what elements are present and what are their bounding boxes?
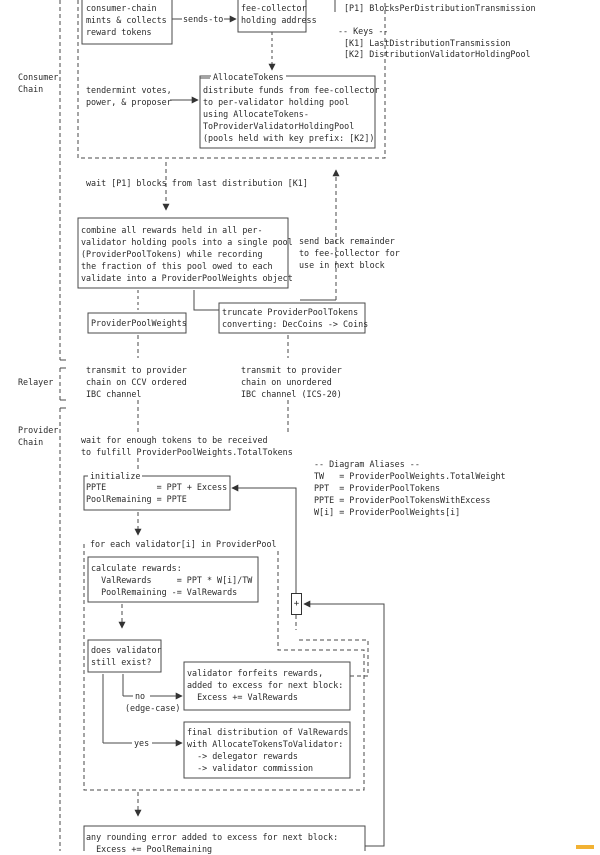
provider-pool-weights-box: ProviderPoolWeights: [91, 318, 187, 328]
key-1: [K1] LastDistributionTransmission: [344, 38, 511, 48]
truncate-box-text: truncate ProviderPoolTokens converting: …: [222, 307, 369, 329]
no-branch-label: no: [134, 690, 147, 702]
forfeit-rewards-text: validator forfeits rewards, added to exc…: [187, 668, 344, 702]
lane-consumer-chain-label: Consumer Chain: [18, 72, 59, 94]
allocate-tokens-title: AllocateTokens: [211, 71, 286, 83]
lane-relayer-label: Relayer: [18, 377, 54, 387]
diagram-aliases: -- Diagram Aliases -- TW = ProviderPoolW…: [314, 459, 506, 517]
final-distribution-text: final distribution of ValRewards with Al…: [187, 727, 349, 773]
send-back-text: send back remainder to fee-collector for…: [299, 236, 400, 270]
wait-tokens-text: wait for enough tokens to be received to…: [81, 435, 293, 457]
fee-collector-text: fee-collector holding address: [241, 3, 317, 25]
initialize-body: PPTE = PPT + Excess PoolRemaining = PPTE: [86, 482, 228, 504]
allocate-tokens-body: distribute funds from fee-collector to p…: [203, 85, 380, 143]
validator-exists-question: does validator still exist?: [91, 645, 162, 667]
sends-to-label: sends-to: [182, 13, 225, 25]
ccv-transmit-text: transmit to provider chain on CCV ordere…: [86, 365, 187, 399]
ics20-transmit-text: transmit to provider chain on unordered …: [241, 365, 342, 399]
sum-junction: +: [291, 593, 302, 615]
calculate-rewards-text: calculate rewards: ValRewards = PPT * W[…: [91, 563, 253, 597]
rounding-error-text: any rounding error added to excess for n…: [86, 832, 339, 854]
params-text: [P1] BlocksPerDistributionTransmission: [344, 3, 536, 13]
keys-title: -- Keys --: [338, 26, 389, 36]
combine-pools-text: combine all rewards held in all per- val…: [81, 225, 293, 283]
watermark-mark: [576, 845, 594, 849]
loop-title: for each validator[i] in ProviderPool: [88, 538, 279, 550]
edge-case-label: (edge-case): [125, 703, 181, 713]
lane-provider-chain-label: Provider Chain: [18, 425, 59, 447]
votes-text: tendermint votes, power, & proposer: [86, 85, 172, 107]
key-2: [K2] DistributionValidatorHoldingPool: [344, 49, 531, 59]
initialize-title: initialize: [88, 470, 143, 482]
wait-blocks-text: wait [P1] blocks from last distribution …: [86, 178, 308, 188]
mint-box-text: consumer-chain mints & collects reward t…: [86, 3, 167, 37]
yes-branch-label: yes: [133, 737, 151, 749]
